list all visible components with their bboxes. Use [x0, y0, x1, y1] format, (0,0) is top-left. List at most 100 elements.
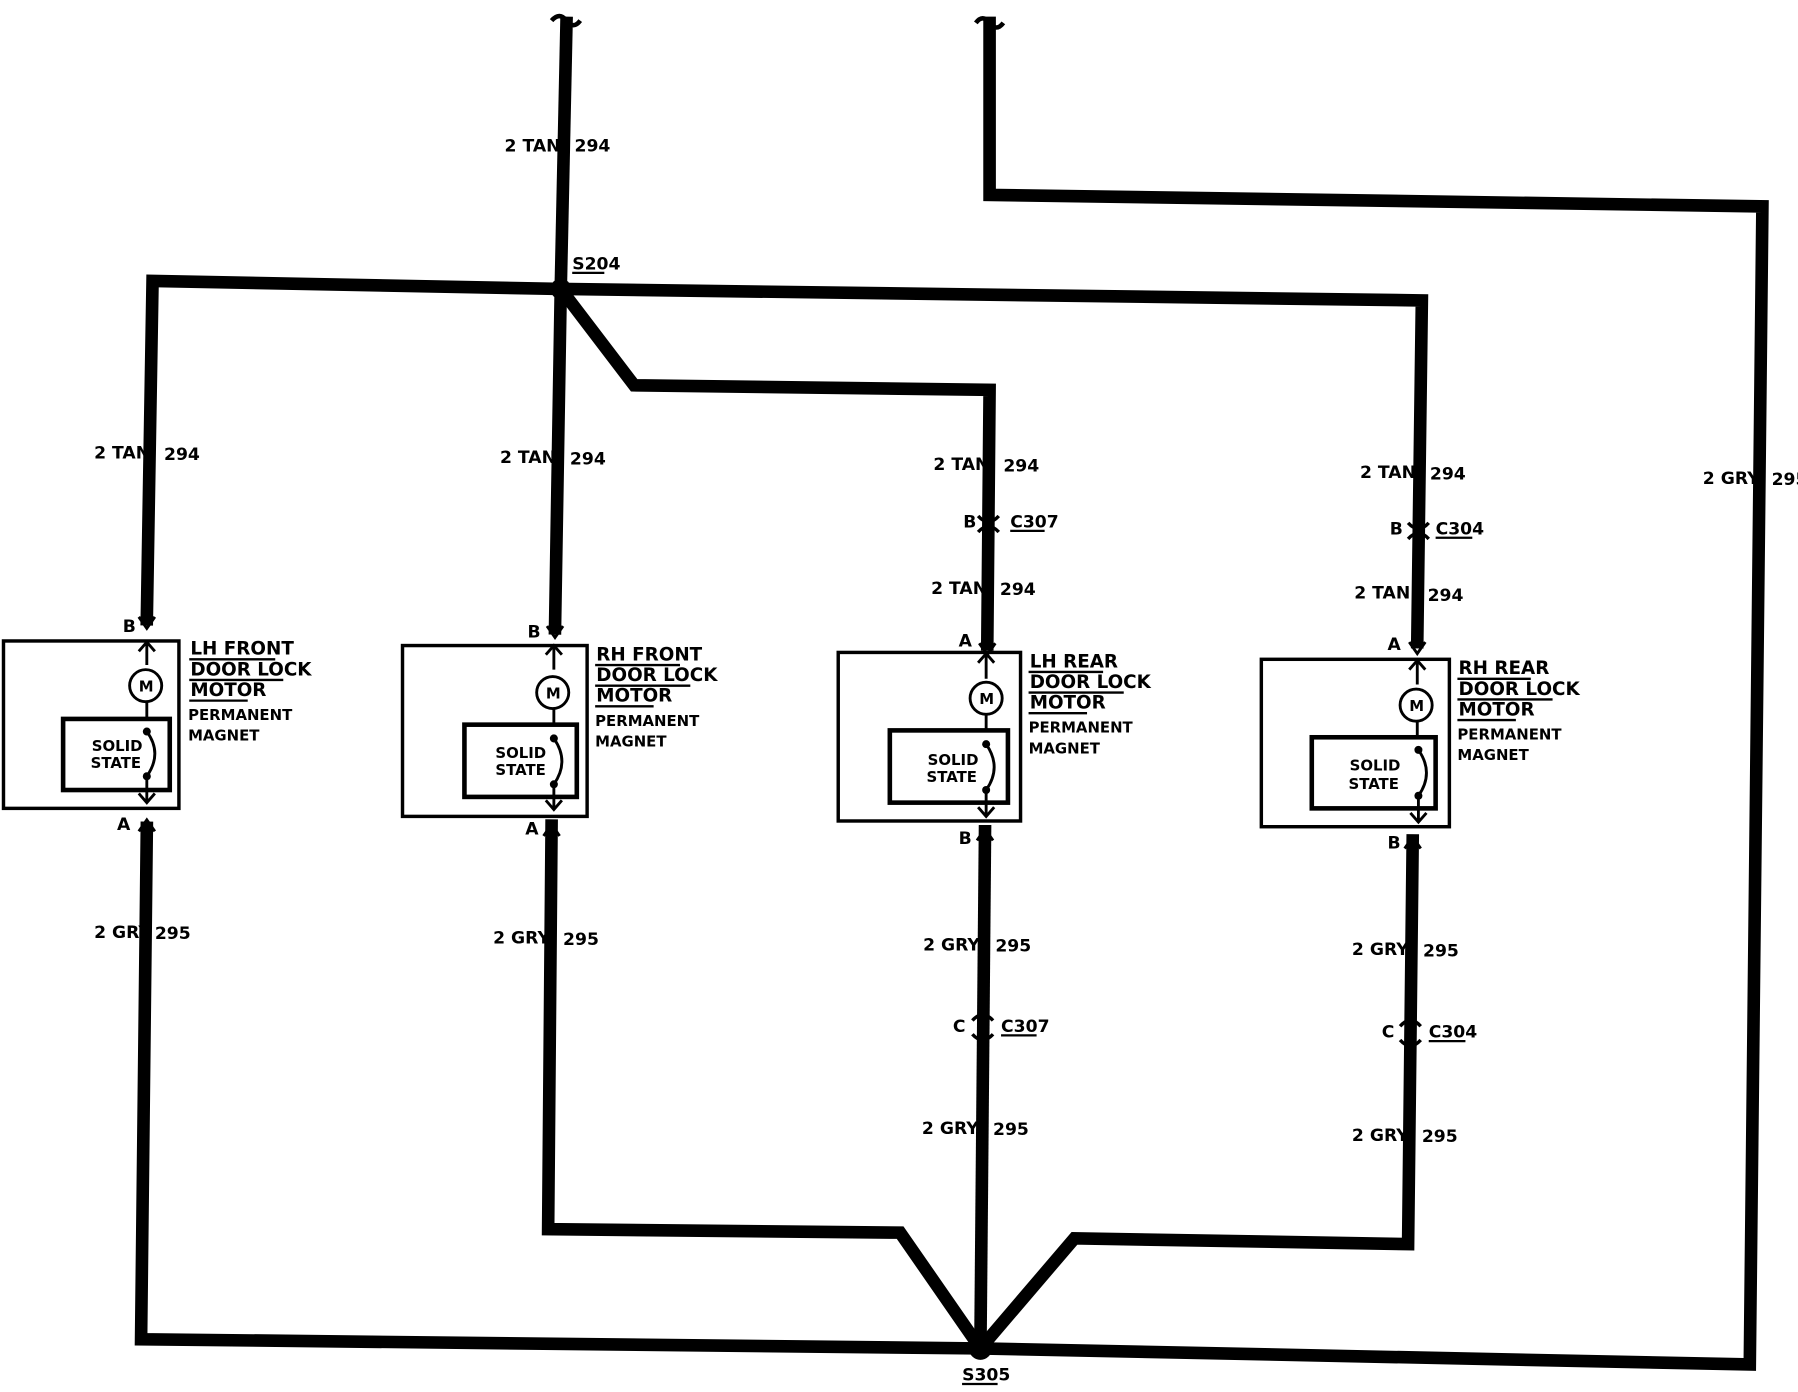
- connector-b-arrow: [975, 826, 995, 842]
- c307-c-mark: [971, 1013, 995, 1042]
- tan-to-lh-rear: [551, 280, 996, 651]
- solid-state-line2: STATE: [91, 754, 141, 772]
- c304-c-mark: [1398, 1018, 1422, 1048]
- connector-b-arrow: [545, 625, 565, 641]
- label-295: 295: [995, 937, 1031, 957]
- label-294: 294: [164, 445, 200, 465]
- solid-state-line1: SOLID: [1350, 757, 1401, 775]
- solid-state-line2: STATE: [495, 761, 545, 779]
- motor-title-line2: DOOR LOCK: [1459, 679, 1581, 700]
- label-tan: 2 TAN: [931, 579, 987, 599]
- c307-b-mark: [976, 514, 1001, 534]
- lead-arrow: [977, 651, 996, 679]
- pin-b-label: B: [959, 829, 972, 849]
- motor-note-line2: MAGNET: [595, 732, 667, 750]
- tan-to-rh-front: [548, 282, 568, 635]
- solid-state-box: [462, 722, 580, 800]
- label-294: 294: [1430, 464, 1466, 484]
- label-295: 295: [993, 1120, 1029, 1140]
- lead-arrow: [977, 790, 996, 819]
- connector-a-arrow: [1408, 641, 1427, 657]
- motor-title-line3: MOTOR: [1459, 699, 1535, 720]
- pin-b-label: B: [527, 623, 540, 643]
- pin-a-label: A: [1387, 635, 1401, 655]
- label-tan: 2 TAN: [1354, 584, 1410, 604]
- solid-state-box: [60, 716, 173, 793]
- motor-title-line1: LH REAR: [1030, 651, 1118, 672]
- motor-symbol-text: M: [1409, 697, 1424, 715]
- motor-note-line1: PERMANENT: [595, 712, 700, 730]
- motor-title-line2: DOOR LOCK: [596, 665, 718, 686]
- connector-marks: [971, 514, 1431, 1048]
- connector-c307-label: C307: [1001, 1017, 1050, 1037]
- lh-front-door-lock-motor: B A M SOLID STATE LH FRONT DOOR LOCK MOT…: [1, 616, 312, 835]
- wire-labels: 2 TAN 294 2 TAN 294 2 TAN 294 2 TAN 294 …: [94, 136, 1798, 1147]
- lead-arrow: [1409, 795, 1428, 825]
- motor-note-line1: PERMANENT: [1457, 726, 1562, 744]
- splice-s305-label: S305: [962, 1366, 1010, 1386]
- motor-title-line3: MOTOR: [596, 686, 672, 707]
- pin-c-label: C: [953, 1017, 966, 1037]
- motor-title-line1: RH FRONT: [596, 644, 702, 665]
- c304-b-mark: [1406, 521, 1431, 541]
- motor-note-line2: MAGNET: [1457, 746, 1529, 764]
- lead-arrow: [137, 776, 156, 805]
- label-gry: 2 GRY: [922, 1119, 979, 1139]
- lead-arrow: [544, 784, 563, 812]
- label-tan: 2 TAN: [933, 455, 989, 475]
- wire-break-mark-2: [973, 16, 1006, 30]
- motor-title-line2: DOOR LOCK: [1030, 672, 1152, 693]
- lead-arrow: [1408, 658, 1427, 685]
- label-294: 294: [1003, 456, 1039, 476]
- connector-c304-label: C304: [1436, 519, 1485, 539]
- solid-state-line1: SOLID: [495, 744, 546, 762]
- label-294: 294: [570, 449, 606, 469]
- tan-to-lh-front: [140, 274, 568, 626]
- motor-symbol-text: M: [979, 690, 994, 708]
- lh-rear-door-lock-motor: A B M SOLID STATE LH REAR DOOR LOCK MOTO…: [836, 632, 1152, 849]
- connector-b-arrow: [137, 616, 157, 631]
- splice-s204-dot: [550, 278, 572, 300]
- solid-state-line1: SOLID: [928, 751, 979, 769]
- solid-state-line2: STATE: [1348, 775, 1398, 793]
- pin-a-label: A: [117, 815, 131, 835]
- motor-title-line1: RH REAR: [1459, 658, 1550, 679]
- motor-symbol-text: M: [546, 684, 561, 702]
- solid-state-line1: SOLID: [92, 737, 143, 755]
- splice-s305-dot: [968, 1336, 992, 1360]
- splice-s204-label: S204: [572, 254, 620, 274]
- switch-arc: [984, 743, 996, 791]
- tan-feed-wire: [554, 16, 573, 296]
- pin-b-label: B: [963, 512, 976, 532]
- label-295: 295: [1423, 941, 1459, 961]
- label-tan: 2 TAN: [1360, 463, 1416, 483]
- rh-front-door-lock-motor: B A M SOLID STATE RH FRONT DOOR LOCK MOT…: [400, 623, 718, 840]
- gry-from-lh-rear: [974, 824, 992, 1355]
- switch-arc: [552, 737, 564, 786]
- label-294: 294: [575, 136, 611, 156]
- label-gry: 2 GRY: [1352, 1126, 1409, 1146]
- motor-title-line1: LH FRONT: [190, 639, 294, 660]
- motor-note-line2: MAGNET: [1029, 739, 1101, 757]
- label-tan: 2 TAN: [500, 448, 556, 468]
- label-gry: 2 GRY: [923, 936, 980, 956]
- label-gry: 2 GRY: [1352, 940, 1409, 960]
- pin-b-label: B: [1390, 519, 1403, 539]
- label-295: 295: [1772, 470, 1798, 490]
- motor-note-line1: PERMANENT: [188, 706, 293, 724]
- wire-break-mark-1: [549, 13, 583, 28]
- motor-note-line2: MAGNET: [188, 727, 260, 745]
- pin-b-label: B: [123, 617, 136, 637]
- motor-title-line3: MOTOR: [1030, 693, 1106, 714]
- solid-state-line2: STATE: [927, 768, 977, 786]
- rh-rear-door-lock-motor: A B M SOLID STATE RH REAR DOOR LOCK MOTO…: [1259, 635, 1581, 854]
- motor-note-line1: PERMANENT: [1029, 719, 1134, 737]
- pin-b-label: B: [1387, 834, 1400, 854]
- gry-from-rh-front: [541, 819, 990, 1358]
- label-295: 295: [563, 930, 599, 950]
- label-tan: 2 TAN: [505, 136, 561, 156]
- gry-feed-wire: [973, 16, 1769, 1371]
- label-295: 295: [1422, 1127, 1458, 1147]
- connector-c307-label: C307: [1010, 512, 1059, 532]
